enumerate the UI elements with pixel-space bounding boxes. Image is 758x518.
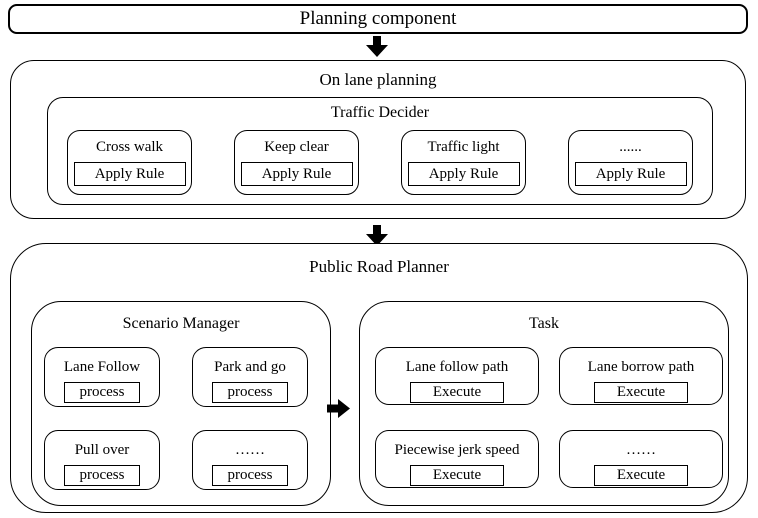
- rule-card-label: Keep clear: [264, 139, 329, 155]
- apply-rule-button: Apply Rule: [574, 162, 687, 186]
- public-road-planner-box: Public Road Planner Scenario Manager Lan…: [10, 243, 748, 513]
- task-card-label: Lane borrow path: [587, 359, 695, 375]
- rule-card-traffic-light: Traffic light Apply Rule: [401, 130, 526, 195]
- task-title: Task: [529, 315, 559, 332]
- task-card-label: ……: [626, 442, 656, 458]
- planning-component-box: Planning component: [8, 4, 748, 34]
- rule-card-keep-clear: Keep clear Apply Rule: [234, 130, 359, 195]
- process-button: process: [64, 382, 140, 403]
- planning-component-title: Planning component: [299, 8, 457, 29]
- on-lane-planning-title: On lane planning: [319, 70, 437, 89]
- apply-rule-button: Apply Rule: [407, 162, 520, 186]
- process-button: process: [64, 465, 140, 486]
- scenario-card-pull-over: Pull over process: [44, 430, 160, 490]
- task-card-lane-follow-path: Lane follow path Execute: [375, 347, 539, 405]
- task-card-more: …… Execute: [559, 430, 723, 488]
- scenario-card-label: ……: [235, 442, 265, 458]
- scenario-card-more: …… process: [192, 430, 308, 490]
- execute-button: Execute: [410, 465, 504, 486]
- task-card-label: Piecewise jerk speed: [394, 442, 520, 458]
- rule-card-label: ......: [619, 139, 642, 155]
- execute-button: Execute: [594, 465, 688, 486]
- task-box: Task Lane follow path Execute Lane borro…: [359, 301, 729, 506]
- rule-card-label: Traffic light: [427, 139, 500, 155]
- public-road-planner-title: Public Road Planner: [309, 257, 449, 276]
- traffic-decider-title: Traffic Decider: [330, 104, 430, 121]
- apply-rule-button: Apply Rule: [73, 162, 186, 186]
- scenario-card-label: Lane Follow: [63, 359, 141, 375]
- down-arrow-icon: [366, 225, 388, 246]
- scenario-card-park-and-go: Park and go process: [192, 347, 308, 407]
- apply-rule-button: Apply Rule: [240, 162, 353, 186]
- task-card-label: Lane follow path: [405, 359, 509, 375]
- traffic-decider-box: Traffic Decider Cross walk Apply Rule Ke…: [47, 97, 713, 205]
- scenario-manager-title: Scenario Manager: [122, 315, 240, 332]
- task-items: Lane follow path Execute Lane borrow pat…: [375, 347, 723, 488]
- task-card-piecewise-jerk-speed: Piecewise jerk speed Execute: [375, 430, 539, 488]
- right-arrow-icon: [327, 399, 350, 418]
- execute-button: Execute: [410, 382, 504, 403]
- execute-button: Execute: [594, 382, 688, 403]
- on-lane-planning-box: On lane planning Traffic Decider Cross w…: [10, 60, 746, 219]
- process-button: process: [212, 382, 288, 403]
- down-arrow-icon: [366, 36, 388, 57]
- process-button: process: [212, 465, 288, 486]
- scenario-card-lane-follow: Lane Follow process: [44, 347, 160, 407]
- scenario-manager-items: Lane Follow process Park and go process …: [44, 347, 308, 490]
- traffic-decider-items: Cross walk Apply Rule Keep clear Apply R…: [48, 130, 712, 195]
- scenario-manager-box: Scenario Manager Lane Follow process Par…: [31, 301, 331, 506]
- rule-card-cross-walk: Cross walk Apply Rule: [67, 130, 192, 195]
- task-card-lane-borrow-path: Lane borrow path Execute: [559, 347, 723, 405]
- scenario-card-label: Park and go: [214, 359, 286, 375]
- rule-card-label: Cross walk: [95, 139, 164, 155]
- scenario-card-label: Pull over: [74, 442, 130, 458]
- rule-card-more: ...... Apply Rule: [568, 130, 693, 195]
